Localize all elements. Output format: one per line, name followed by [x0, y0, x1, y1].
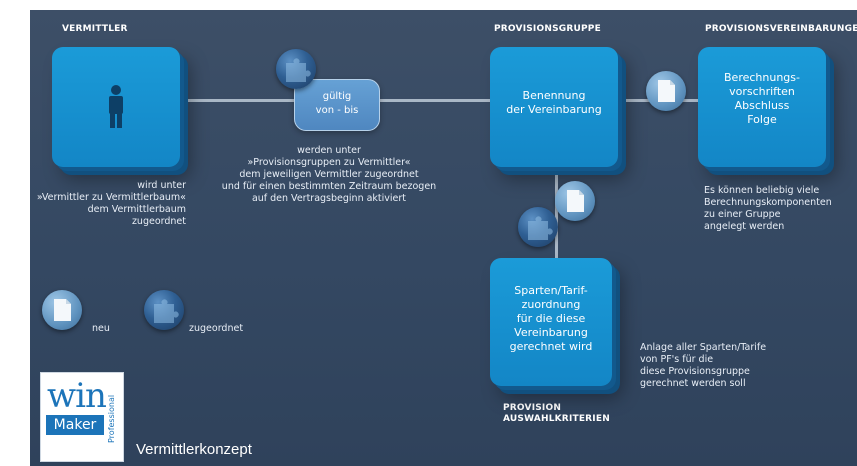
- puzzle-icon-legend: [144, 290, 184, 330]
- header-provision-auswahlkriterien: PROVISION AUSWAHLKRITERIEN: [503, 403, 610, 424]
- logo-win-text: win: [47, 376, 107, 416]
- benennung-box: Benennung der Vereinbarung: [490, 47, 618, 167]
- document-icon-legend: [42, 290, 82, 330]
- berechnungskomponenten-description: Es können beliebig viele Berechnungskomp…: [704, 185, 832, 232]
- puzzle-icon: [276, 49, 316, 89]
- logo-vertical-text: Professional: [107, 394, 116, 443]
- puzzle-icon-sparten: [518, 207, 558, 247]
- sparten-tarife-description: Anlage aller Sparten/Tarife von PF's für…: [640, 342, 767, 389]
- logo-maker-text: Maker: [46, 415, 104, 435]
- legend-neu-label: neu: [92, 323, 110, 334]
- provisionsgruppen-description: werden unter »Provisionsgruppen zu Vermi…: [221, 145, 437, 204]
- sparten-tarif-box: Sparten/Tarif- zuordnung für die diese V…: [490, 258, 612, 386]
- berechnungsvorschriften-box: Berechnungs- vorschriften Abschluss Folg…: [698, 47, 826, 167]
- benennung-label: Benennung der Vereinbarung: [506, 89, 602, 116]
- gueltig-von-bis-label: gültig von - bis: [315, 91, 359, 116]
- page-title: Vermittlerkonzept: [136, 441, 252, 458]
- sparten-tarif-label: Sparten/Tarif- zuordnung für die diese V…: [509, 284, 593, 353]
- header-vermittler: VERMITTLER: [62, 24, 128, 34]
- legend-zugeordnet-label: zugeordnet: [189, 323, 244, 334]
- vermittler-box: [52, 47, 180, 167]
- header-provisionsgruppe: PROVISIONSGRUPPE: [494, 24, 601, 34]
- header-provisionsvereinbarungen: PROVISIONSVEREINBARUNGEN: [705, 24, 857, 34]
- vermittlerbaum-description: wird unter »Vermittler zu Vermittlerbaum…: [36, 180, 186, 227]
- berechnungsvorschriften-label: Berechnungs- vorschriften Abschluss Folg…: [724, 71, 800, 126]
- winmaker-logo: win Maker Professional: [40, 372, 124, 462]
- gueltig-von-bis-pill: gültig von - bis: [294, 79, 380, 131]
- person-icon: [109, 85, 123, 128]
- document-icon-sparten: [555, 181, 595, 221]
- document-icon: [646, 71, 686, 111]
